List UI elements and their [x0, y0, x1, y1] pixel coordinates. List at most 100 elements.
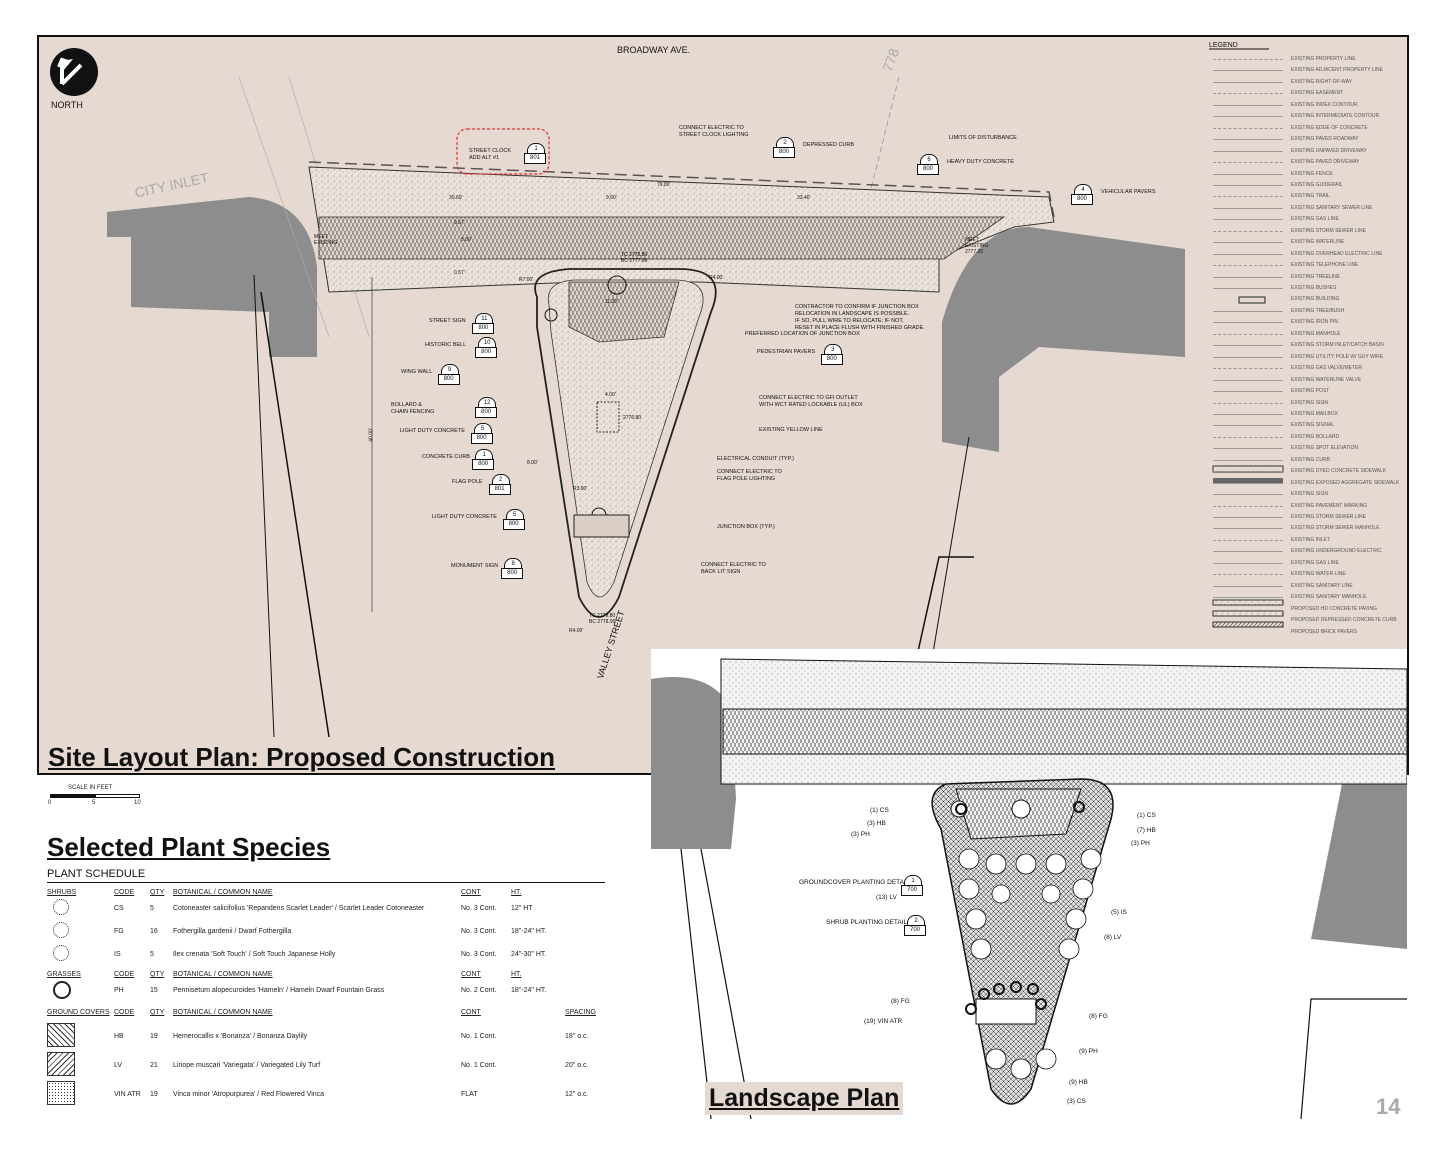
callout-label: MONUMENT SIGN	[451, 563, 499, 569]
callout-label: WING WALL	[401, 369, 433, 375]
spot-elevation-label: MEET EXISTING	[314, 234, 338, 246]
landscape-plan-drawing	[651, 658, 1408, 1120]
callout-label: LIGHT DUTY CONCRETE	[432, 514, 497, 520]
legend-line-sample	[1213, 127, 1283, 129]
legend-line-sample	[1213, 230, 1283, 232]
legend-line-sample	[1213, 162, 1283, 164]
landscape-label-left: (8) FG	[891, 998, 910, 1005]
landscape-label-right: (8) LV	[1104, 934, 1122, 941]
legend-line-sample	[1213, 413, 1283, 415]
schedule-header-cont: CONT	[461, 971, 481, 978]
legend-line-sample	[1213, 184, 1283, 186]
landscape-label-right: (1) CS	[1137, 812, 1156, 819]
schedule-cell-name: Ilex crenata 'Soft Touch' / Soft Touch J…	[173, 951, 336, 958]
street-label-broadway: BROADWAY AVE.	[617, 45, 691, 55]
detail-tag-sheet: 800	[1071, 194, 1093, 205]
detail-tag-number: 1	[527, 143, 545, 154]
legend-item-label: PROPOSED DEPRESSED CONCRETE CURB	[1291, 617, 1397, 624]
schedule-cell-code: PH	[114, 987, 124, 994]
plant-symbol-icon	[53, 899, 69, 915]
landscape-label-right: (5) IS	[1111, 909, 1127, 916]
schedule-header-spacing: SPACING	[565, 1009, 596, 1016]
callout-label: STREET CLOCK ADD ALT #1	[469, 148, 512, 161]
detail-tag-sheet: 801	[524, 153, 546, 164]
detail-tag-sheet: 800	[502, 519, 525, 530]
callout-label: FLAG POLE	[452, 479, 483, 485]
schedule-cell-name: Pennisetum alopecuroides 'Hameln' / Hame…	[173, 987, 385, 994]
legend-item-label: EXISTING TELEPHONE LINE	[1291, 262, 1359, 269]
callout-label: CONNECT ELECTRIC TO FLAG POLE LIGHTING	[717, 469, 782, 482]
legend-item-label: EXISTING FENCE	[1291, 170, 1333, 177]
legend-item-label: EXISTING GUIDERAIL	[1291, 181, 1343, 188]
legend-item-label: EXISTING PROPERTY LINE	[1291, 56, 1356, 62]
legend-item-label: EXISTING INTERMEDIATE CONTOUR	[1291, 113, 1380, 120]
legend-item-label: EXISTING WATER LINE	[1291, 571, 1346, 578]
legend-line-sample	[1213, 207, 1283, 209]
legend-item-label: EXISTING IRON PIN	[1291, 319, 1338, 326]
legend-line-sample	[1213, 196, 1283, 198]
legend-title: LEGEND	[1209, 42, 1238, 49]
detail-tag-sheet: 800	[437, 374, 460, 385]
detail-tag-sheet: 700	[904, 925, 926, 936]
legend-line-sample	[1213, 345, 1283, 347]
detail-tag-number: 3	[823, 344, 842, 355]
detail-tag-number: 9	[440, 364, 459, 375]
dimension-label: 11.30'	[605, 299, 619, 305]
legend-line-sample	[1213, 505, 1283, 507]
schedule-cell-name: Hemerocallis x 'Bonanza' / Bonanza Dayli…	[173, 1033, 308, 1040]
dimension-label: 33.40'	[797, 195, 811, 201]
dimension-label: 40.00'	[368, 428, 375, 442]
dimension-label: 30.60'	[449, 195, 463, 201]
spot-elevation-label: TC 2779.80 BC 2778.90	[589, 613, 616, 625]
legend-item-label: EXISTING TREELINE	[1291, 273, 1341, 280]
legend-line-sample	[1213, 391, 1283, 393]
schedule-cell-code: LV	[114, 1062, 123, 1069]
legend-line-sample	[1213, 482, 1283, 484]
legend-line-sample	[1213, 448, 1283, 450]
legend-item-label: EXISTING POST	[1291, 388, 1330, 395]
scale-label: SCALE IN FEET	[68, 785, 113, 791]
legend-line-sample	[1213, 528, 1283, 530]
legend-item-label: EXISTING SIGN	[1291, 491, 1328, 498]
detail-tag-sheet: 800	[470, 433, 493, 444]
legend-item-label: EXISTING UNPAVED DRIVEWAY	[1291, 147, 1367, 154]
detail-tag-sheet: 800	[820, 354, 843, 365]
plant-symbol-icon	[53, 981, 71, 999]
legend-item-label: EXISTING MAILBOX	[1291, 410, 1338, 417]
detail-tag-number: 10	[478, 337, 497, 348]
legend-item-label: EXISTING UTILITY POLE W/ GUY WIRE	[1291, 353, 1384, 360]
detail-tag-number: 2	[776, 137, 794, 148]
callout-label: EXISTING YELLOW LINE	[759, 427, 823, 433]
legend-item-label: EXISTING EDGE OF CONCRETE	[1291, 124, 1368, 131]
legend-item-label: EXISTING WATERLINE	[1291, 239, 1345, 246]
legend-item-label: EXISTING INLET	[1291, 536, 1330, 543]
scale-bar: SCALE IN FEET 0 5 10	[48, 785, 143, 809]
groundcover-hatch-icon	[47, 1081, 75, 1105]
schedule-header-group: SHRUBS	[47, 889, 77, 896]
landscape-label-left: (1) CS	[870, 807, 889, 814]
dimension-label: 5.00'	[461, 237, 472, 243]
legend-line-sample	[1213, 402, 1283, 404]
detail-tag-sheet: 801	[488, 484, 511, 495]
legend-item-label: EXISTING SIGNAL	[1291, 422, 1335, 429]
schedule-cell-name: Liriope muscari 'Variegata' / Variegated…	[173, 1062, 321, 1069]
legend-line-sample	[1213, 539, 1283, 541]
legend-line-sample	[1213, 517, 1283, 518]
legend-line-sample	[1213, 265, 1283, 267]
callout-label: ELECTRICAL CONDUIT (TYP.)	[717, 456, 794, 462]
scale-tick-5: 5	[92, 800, 96, 806]
site-layout-plan-panel: NORTH BROADWAY AVE. CITY INLET 778 VALLE…	[37, 35, 1409, 775]
north-label: NORTH	[51, 100, 83, 110]
detail-tag-sheet: 700	[901, 885, 923, 896]
detail-tag-sheet: 800	[475, 347, 498, 358]
legend-line-sample	[1213, 356, 1283, 358]
legend-line-sample	[1213, 551, 1283, 553]
legend-item-label: EXISTING SANITARY SEWER LINE	[1291, 204, 1373, 211]
landscape-label-left: (3) HB	[867, 820, 886, 827]
legend-item-label: EXISTING PAVED DRIVEWAY	[1291, 159, 1360, 166]
